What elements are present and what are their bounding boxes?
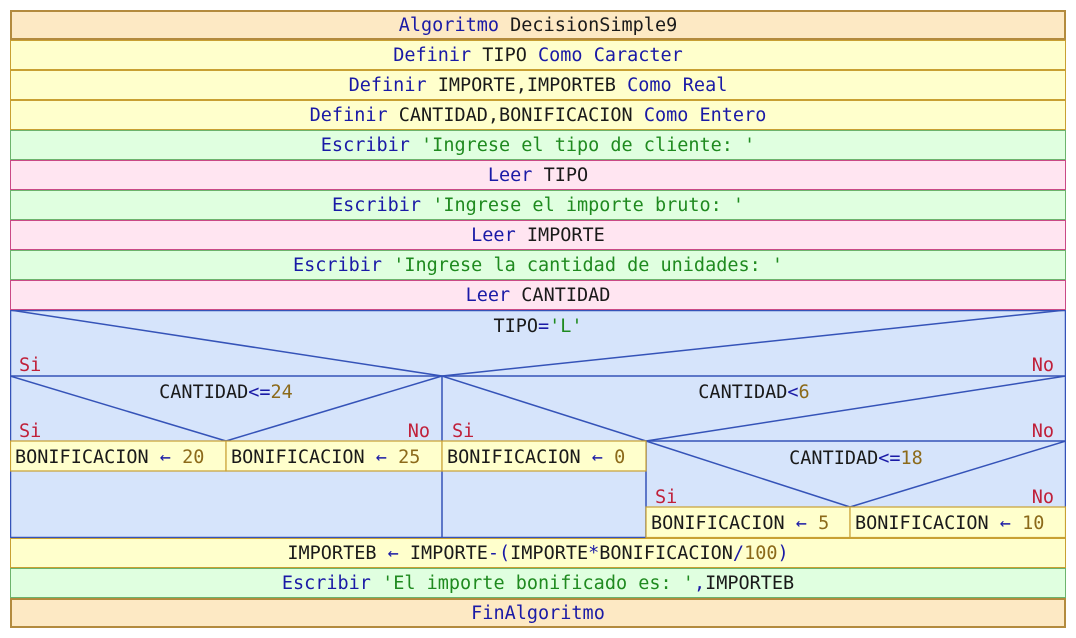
write-row-2: Escribir 'Ingrese el importe bruto: ' — [10, 190, 1066, 220]
nested-no-label: No — [1032, 487, 1054, 508]
read-var: TIPO — [543, 164, 589, 186]
assign-box-b — [225, 440, 443, 472]
end-algorithm-keyword: FinAlgoritmo — [471, 602, 605, 624]
right-cond-line-left — [441, 375, 647, 442]
assign-c: BONIFICACION ← 0 — [447, 447, 625, 468]
assign-arrow: ← — [387, 542, 399, 564]
write-keyword: Escribir — [331, 194, 422, 216]
nested-yes-label: Si — [655, 487, 677, 508]
assign-box-e — [849, 506, 1066, 538]
main-no-label: No — [1032, 355, 1054, 376]
read-var: CANTIDAD — [521, 284, 611, 306]
calc-term-c: BONIFICACION — [599, 542, 733, 564]
define-vars: IMPORTE,IMPORTEB — [437, 74, 616, 96]
nested-condition: CANTIDAD<=18 — [789, 448, 923, 469]
read-row-2: Leer IMPORTE — [10, 220, 1066, 250]
read-keyword: Leer — [465, 284, 511, 306]
calc-op-div: / — [732, 542, 745, 564]
left-cond-line-left — [10, 375, 227, 442]
write-row-1: Escribir 'Ingrese el tipo de cliente: ' — [10, 130, 1066, 160]
read-row-1: Leer TIPO — [10, 160, 1066, 190]
type-name: Entero — [699, 104, 767, 126]
algorithm-footer: FinAlgoritmo — [10, 598, 1066, 628]
define-keyword: Definir — [309, 104, 388, 126]
calc-term-a: IMPORTE — [409, 542, 488, 564]
nested-cond-line-right — [849, 440, 1066, 508]
define-keyword: Definir — [393, 44, 472, 66]
write-string: 'El importe bonificado es: ' — [382, 572, 694, 594]
right-yes-label: Si — [452, 421, 474, 442]
write-keyword: Escribir — [281, 572, 371, 594]
read-var: IMPORTE — [526, 224, 605, 246]
decision-block: TIPO='L' Si No CANTIDAD<=24 Si No CANTID… — [10, 310, 1066, 538]
assign-d: BONIFICACION ← 5 — [651, 513, 829, 534]
write-string: 'Ingrese el tipo de cliente: ' — [421, 134, 756, 156]
read-row-3: Leer CANTIDAD — [10, 280, 1066, 310]
main-yes-label: Si — [19, 355, 41, 376]
right-cond-line-right — [645, 375, 1066, 442]
como-keyword: Como — [643, 104, 689, 126]
left-condition: CANTIDAD<=24 — [159, 382, 293, 403]
write-var: IMPORTEB — [705, 572, 795, 594]
decision-background — [10, 310, 1066, 538]
assign-box-a — [10, 440, 227, 472]
algorithm-header: Algoritmo DecisionSimple9 — [10, 10, 1066, 40]
nested-cond-line-left — [645, 440, 851, 508]
assign-box-c — [441, 440, 647, 472]
assign-box-d — [645, 506, 851, 538]
calc-op-times: * — [588, 542, 600, 564]
write-separator: , — [693, 572, 706, 594]
main-cond-line-left — [10, 310, 443, 377]
calc-term-b: IMPORTE — [510, 542, 589, 564]
right-no-label: No — [1032, 421, 1054, 442]
right-condition: CANTIDAD<6 — [698, 382, 809, 403]
calc-number: 100 — [744, 542, 778, 564]
write-string: 'Ingrese la cantidad de unidades: ' — [393, 254, 784, 276]
write-keyword: Escribir — [292, 254, 383, 276]
type-name: Real — [682, 74, 728, 96]
define-vars: CANTIDAD,BONIFICACION — [398, 104, 633, 126]
assign-e: BONIFICACION ← 10 — [855, 513, 1044, 534]
algorithm-name: DecisionSimple9 — [510, 14, 678, 36]
write-keyword: Escribir — [320, 134, 410, 156]
definition-row-3: Definir CANTIDAD,BONIFICACION Como Enter… — [10, 100, 1066, 130]
write-string: 'Ingrese el importe bruto: ' — [432, 194, 745, 216]
assign-a: BONIFICACION ← 20 — [15, 447, 204, 468]
calc-row: IMPORTEB ← IMPORTE-(IMPORTE*BONIFICACION… — [10, 538, 1066, 568]
como-keyword: Como — [538, 44, 583, 66]
left-yes-label: Si — [19, 421, 41, 442]
left-no-label: No — [408, 421, 430, 442]
calc-close: ) — [777, 542, 789, 564]
como-keyword: Como — [627, 74, 672, 96]
calc-target: IMPORTEB — [287, 542, 377, 564]
define-keyword: Definir — [348, 74, 427, 96]
calc-op-minus: -( — [487, 542, 511, 564]
assign-b: BONIFICACION ← 25 — [231, 447, 420, 468]
read-keyword: Leer — [471, 224, 516, 246]
main-cond-line-right — [441, 310, 1066, 377]
main-condition: TIPO='L' — [493, 316, 582, 337]
read-keyword: Leer — [487, 164, 533, 186]
algorithm-keyword: Algoritmo — [398, 14, 500, 36]
write-row-3: Escribir 'Ingrese la cantidad de unidade… — [10, 250, 1066, 280]
definition-row-1: Definir TIPO Como Caracter — [10, 40, 1066, 70]
definition-row-2: Definir IMPORTE,IMPORTEB Como Real — [10, 70, 1066, 100]
left-cond-line-right — [225, 375, 443, 442]
write-result-row: Escribir 'El importe bonificado es: ',IM… — [10, 568, 1066, 598]
define-vars: TIPO — [482, 44, 527, 66]
type-name: Caracter — [593, 44, 683, 66]
